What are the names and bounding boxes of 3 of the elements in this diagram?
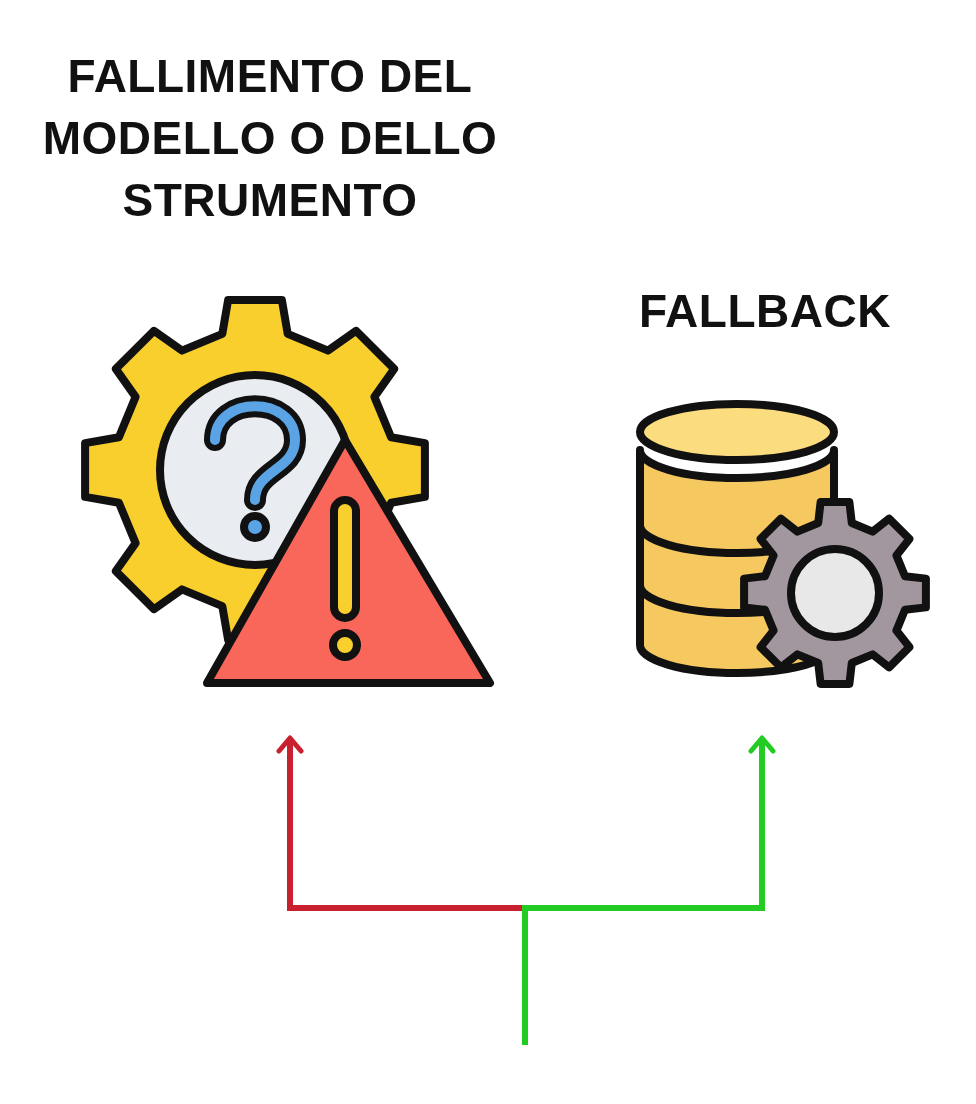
heading: FALLBACK [638,284,892,339]
arrow [522,735,776,1045]
heading: FALLIMENTO DEL MODELLO O DELLO STRUMENTO [41,49,499,228]
